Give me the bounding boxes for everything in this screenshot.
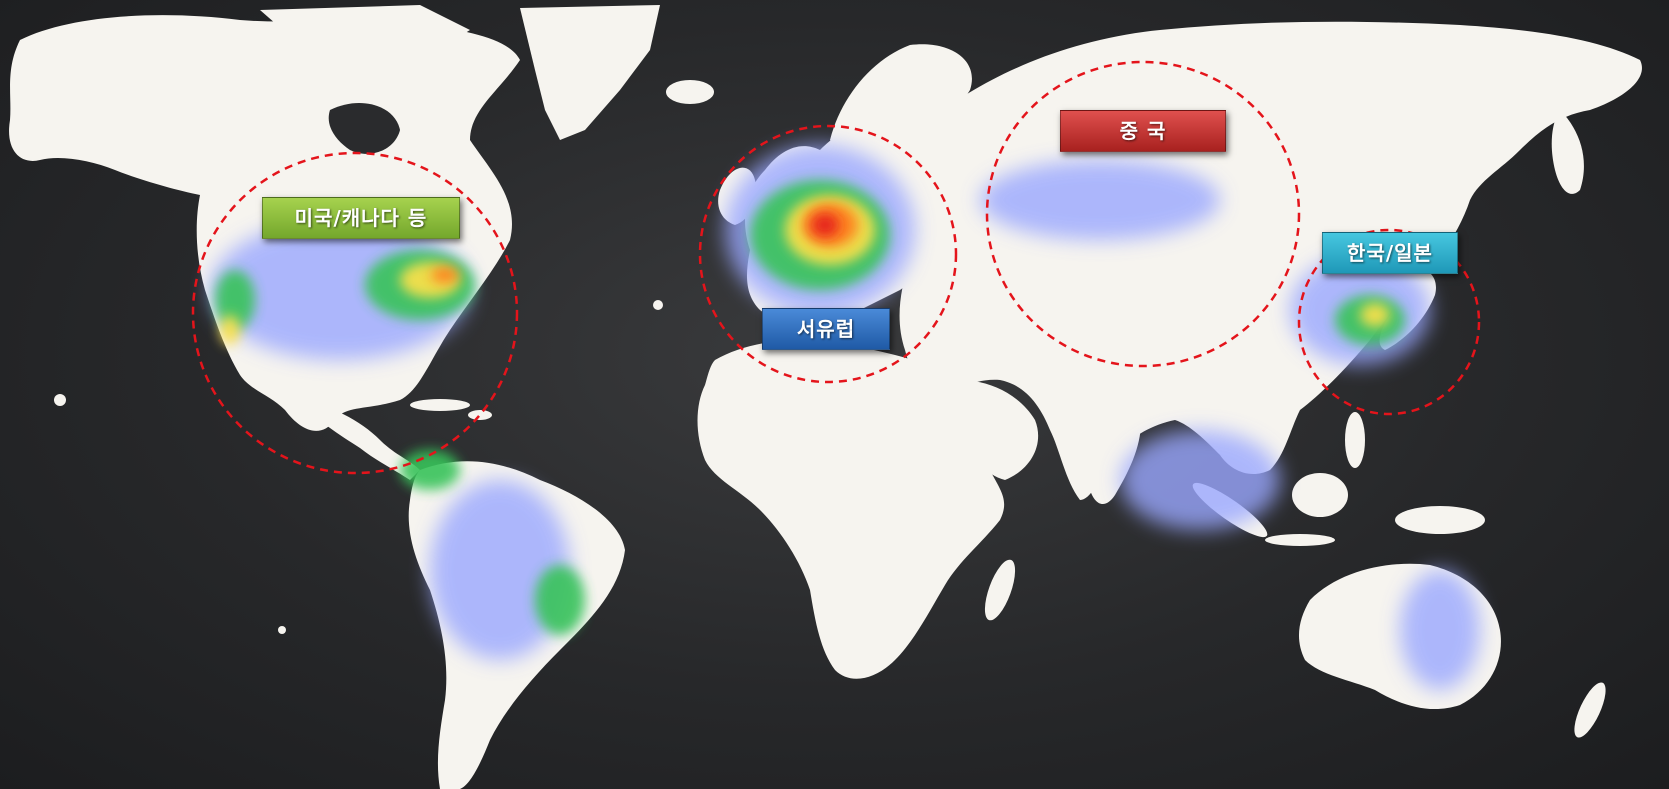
land-pacific-isle [278,626,286,634]
label-north-america: 미국/캐나다 등 [262,197,460,239]
circle-korea-japan [1297,228,1481,416]
land-madagascar [984,559,1016,621]
land-new-guinea [1395,506,1485,534]
heat-peak [811,213,839,237]
circle-china [985,60,1301,368]
label-western-europe: 서유럽 [762,308,890,350]
land-arctic-islands [260,5,470,55]
land-scandinavia [830,44,972,152]
land-java [1265,534,1335,546]
land-cuba [410,399,470,411]
land-iceland [666,80,714,104]
land-atlantic-isle [653,300,663,310]
circle-north-america [191,151,519,475]
land-central-america [300,400,420,480]
heatmap-layer [210,145,1480,690]
circle-western-europe [698,124,958,384]
land-africa [697,340,1005,679]
land-new-zealand [1574,682,1606,738]
land-kamchatka [1551,110,1584,194]
land-hispaniola [468,410,492,420]
label-korea-japan: 한국/일본 [1322,232,1458,274]
region-circles [191,60,1481,475]
land-masses [9,5,1642,789]
label-china: 중 국 [1060,110,1226,152]
land-philippines [1345,412,1365,468]
hudson-bay [328,102,400,154]
land-greenland [520,5,660,140]
land-hawaii [54,394,66,406]
land-borneo [1292,473,1348,517]
